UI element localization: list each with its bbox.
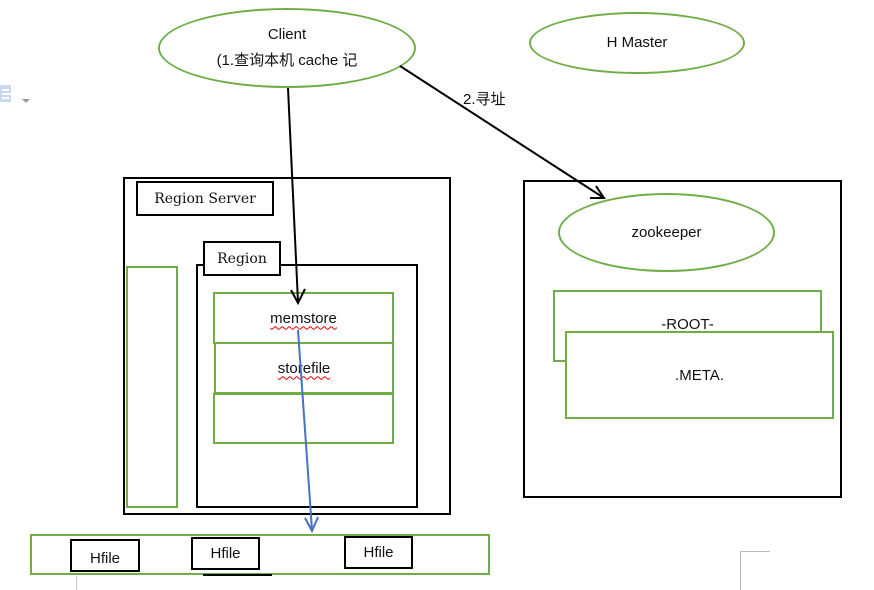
client-label: Client xyxy=(267,26,307,43)
region-server-label: Region Server xyxy=(136,181,274,216)
client-node: Client (1.查询本机 cache 记 xyxy=(158,8,416,88)
hfile-label-1: Hfile xyxy=(89,550,120,567)
store-empty-box xyxy=(213,393,394,444)
zookeeper-node: zookeeper xyxy=(558,193,775,272)
storefile-label: storefile xyxy=(277,359,331,377)
hfile-box-3: Hfile xyxy=(344,536,413,569)
memstore-label: memstore xyxy=(270,309,337,327)
hlog-box xyxy=(126,266,178,508)
region-label: Region xyxy=(203,241,281,276)
document-icon[interactable] xyxy=(0,84,14,104)
page-corner-mark xyxy=(740,551,770,590)
memstore-box: memstore xyxy=(213,292,394,344)
hfile-box-2: Hfile xyxy=(191,537,260,570)
addressing-edge-label: 2.寻址 xyxy=(463,91,506,108)
meta-table-box: .META. xyxy=(565,331,834,419)
meta-table-label: .META. xyxy=(675,366,724,384)
region-server-title: Region Server xyxy=(154,190,256,207)
hfile-label-2: Hfile xyxy=(210,545,241,562)
zookeeper-label: zookeeper xyxy=(631,223,702,241)
hmaster-label: H Master xyxy=(606,34,668,51)
text-cursor-guide xyxy=(76,576,77,590)
region-title: Region xyxy=(217,250,267,267)
root-table-label: -ROOT- xyxy=(661,316,714,333)
storefile-box: storefile xyxy=(214,342,394,394)
client-sublabel: (1.查询本机 cache 记 xyxy=(216,52,358,69)
hfile-label-3: Hfile xyxy=(363,544,394,561)
hdfs-underline-fragment xyxy=(203,574,272,576)
chevron-down-icon[interactable] xyxy=(22,92,30,103)
hmaster-node: H Master xyxy=(529,12,745,74)
hfile-box-1: Hfile xyxy=(70,539,140,572)
